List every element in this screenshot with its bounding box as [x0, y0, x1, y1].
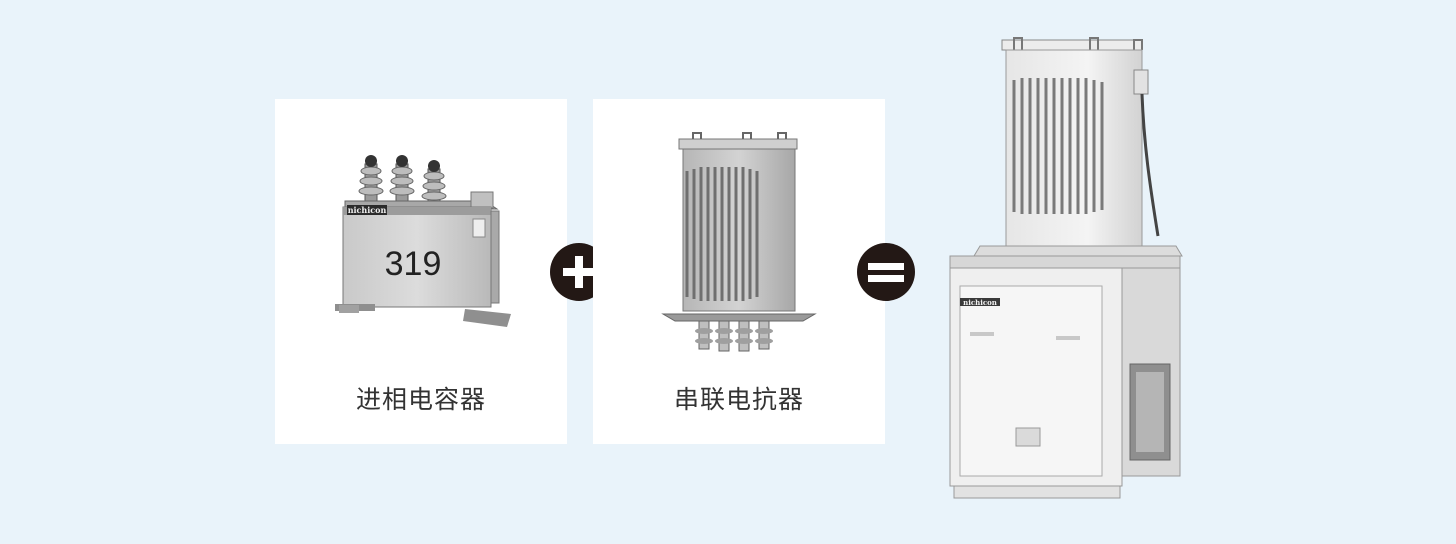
- reactor-card: 串联电抗器: [593, 99, 885, 444]
- reactor-caption: 串联电抗器: [673, 385, 804, 414]
- brand-label: nichicon: [348, 205, 387, 215]
- unit-brand-label: nichicon: [963, 298, 997, 307]
- combined-unit: nichicon: [944, 36, 1190, 510]
- equals-operator: [856, 242, 916, 302]
- capacitor-caption: 进相电容器: [355, 385, 486, 414]
- capacitor-card: nichicon 319 进相电容器: [275, 99, 567, 444]
- reactor-icon: [661, 132, 817, 352]
- equals-icon: [857, 243, 915, 301]
- capacitor-icon: nichicon 319: [335, 155, 511, 327]
- model-number: 319: [385, 245, 442, 283]
- capacitor-reactor-unit-icon: nichicon: [949, 37, 1183, 499]
